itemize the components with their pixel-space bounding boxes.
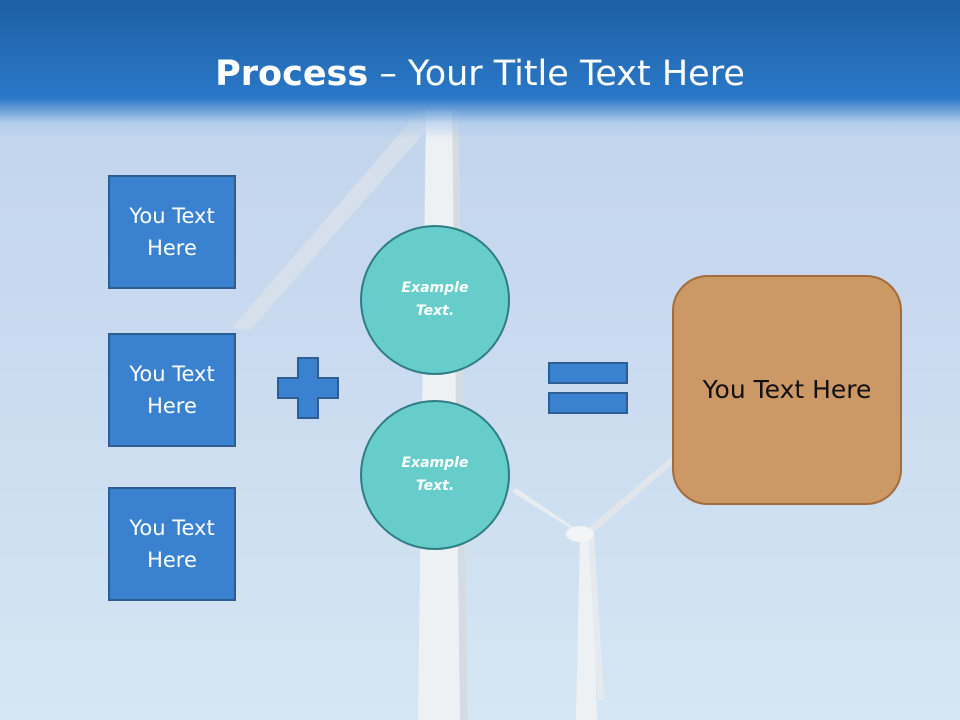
input-box-label: You Text Here bbox=[129, 362, 215, 418]
small-turbine-blade bbox=[512, 488, 586, 538]
example-circle-2[interactable]: Example Text. bbox=[360, 400, 510, 550]
small-turbine-blade bbox=[588, 534, 604, 700]
result-box[interactable]: You Text Here bbox=[672, 275, 902, 505]
input-box-3[interactable]: You Text Here bbox=[108, 487, 236, 601]
result-box-label: You Text Here bbox=[702, 375, 872, 404]
example-circle-label: Example Text. bbox=[401, 280, 469, 319]
equals-icon bbox=[548, 362, 628, 414]
example-circle-1[interactable]: Example Text. bbox=[360, 225, 510, 375]
input-box-1[interactable]: You Text Here bbox=[108, 175, 236, 289]
title-bold: Process bbox=[215, 54, 369, 94]
turbine-blade bbox=[232, 110, 440, 330]
input-box-label: You Text Here bbox=[129, 204, 215, 260]
title-rest: – Your Title Text Here bbox=[368, 54, 745, 94]
plus-icon bbox=[277, 357, 339, 419]
small-turbine-hub bbox=[566, 526, 594, 542]
example-circle-label: Example Text. bbox=[401, 455, 469, 494]
small-turbine-blade bbox=[586, 458, 675, 534]
slide-title: Process – Your Title Text Here bbox=[0, 50, 960, 98]
title-bar bbox=[0, 0, 960, 140]
input-box-2[interactable]: You Text Here bbox=[108, 333, 236, 447]
input-box-label: You Text Here bbox=[129, 516, 215, 572]
